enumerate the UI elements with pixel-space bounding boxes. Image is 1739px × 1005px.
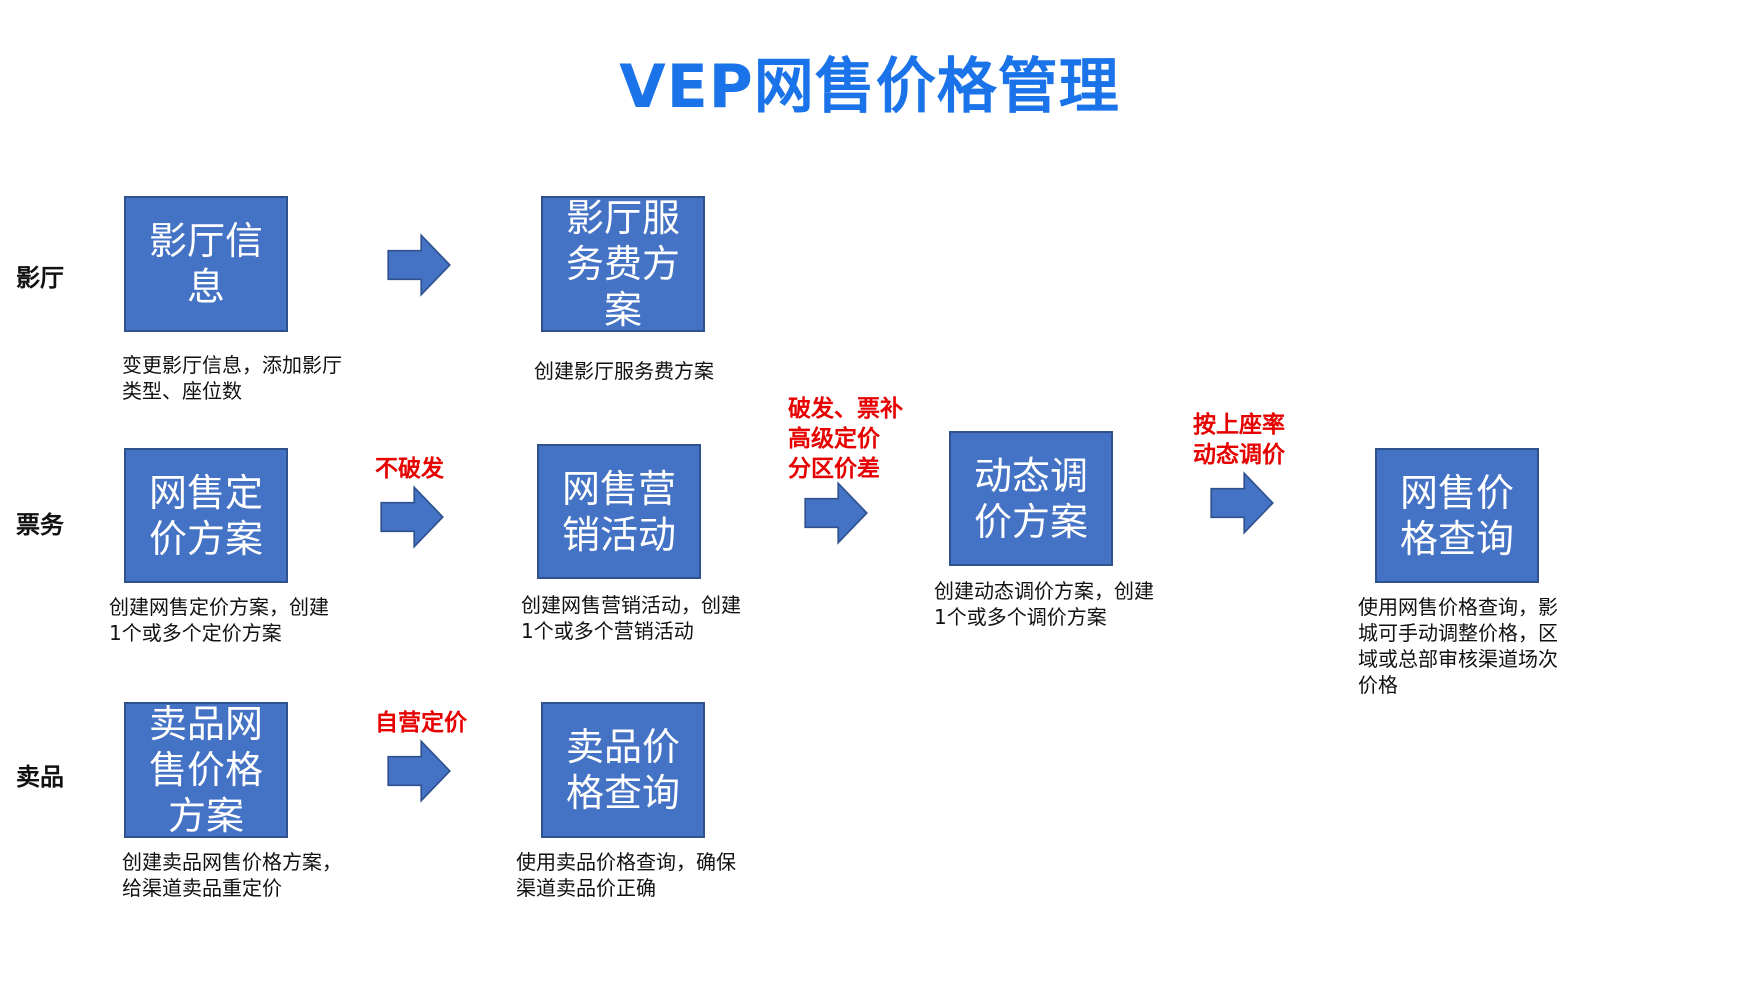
desc-cinema-service-fee: 创建影厅服务费方案 (534, 359, 714, 383)
arrow-right-icon (387, 739, 451, 803)
desc-line: 渠道卖品价正确 (516, 876, 656, 900)
box-cinema-service-fee[interactable]: 影厅服务费方案 (541, 196, 705, 332)
condition-line: 动态调价 (1193, 442, 1285, 468)
desc-line: 使用网售价格查询，影 (1358, 595, 1558, 619)
box-goods-price-query[interactable]: 卖品价格查询 (541, 702, 705, 838)
condition-line: 按上座率 (1193, 412, 1285, 438)
condition-line: 分区价差 (788, 456, 880, 482)
row-label-ticket: 票务 (16, 511, 64, 539)
condition-occupancy: 按上座率 动态调价 (1193, 410, 1285, 470)
box-dynamic-pricing[interactable]: 动态调价方案 (949, 431, 1113, 566)
condition-break-advanced: 破发、票补 高级定价 分区价差 (788, 394, 903, 484)
desc-line: 价格 (1358, 673, 1398, 697)
box-online-pricing[interactable]: 网售定价方案 (124, 448, 288, 583)
desc-line: 变更影厅信息，添加影厅 (122, 353, 342, 377)
desc-goods-online-price: 创建卖品网售价格方案， 给渠道卖品重定价 (122, 849, 342, 901)
condition-self-pricing: 自营定价 (375, 710, 467, 736)
arrow-right-icon (1210, 471, 1274, 535)
condition-no-break: 不破发 (375, 456, 444, 482)
desc-line: 创建卖品网售价格方案， (122, 850, 342, 874)
desc-online-price-query: 使用网售价格查询，影 城可手动调整价格，区 域或总部审核渠道场次 价格 (1358, 594, 1558, 698)
desc-line: 使用卖品价格查询，确保 (516, 850, 736, 874)
desc-line: 给渠道卖品重定价 (122, 876, 282, 900)
row-label-cinema: 影厅 (16, 264, 64, 292)
box-online-price-query[interactable]: 网售价格查询 (1375, 448, 1539, 583)
page-title: VEP网售价格管理 (619, 52, 1120, 122)
desc-line: 城可手动调整价格，区 (1358, 621, 1558, 645)
desc-line: 创建网售营销活动，创建 (521, 593, 741, 617)
desc-line: 创建网售定价方案，创建 (109, 595, 329, 619)
row-label-goods: 卖品 (16, 763, 64, 791)
desc-online-pricing: 创建网售定价方案，创建 1个或多个定价方案 (109, 594, 329, 646)
condition-line: 破发、票补 (788, 396, 903, 422)
desc-line: 1个或多个定价方案 (109, 621, 282, 645)
arrow-right-icon (804, 481, 868, 545)
desc-goods-price-query: 使用卖品价格查询，确保 渠道卖品价正确 (516, 849, 736, 901)
desc-online-marketing: 创建网售营销活动，创建 1个或多个营销活动 (521, 592, 741, 644)
desc-line: 创建动态调价方案，创建 (934, 579, 1154, 603)
desc-cinema-info: 变更影厅信息，添加影厅 类型、座位数 (122, 352, 342, 404)
box-cinema-info[interactable]: 影厅信息 (124, 196, 288, 332)
box-online-marketing[interactable]: 网售营销活动 (537, 444, 701, 579)
desc-line: 1个或多个调价方案 (934, 605, 1107, 629)
arrow-right-icon (387, 233, 451, 297)
desc-dynamic-pricing: 创建动态调价方案，创建 1个或多个调价方案 (934, 578, 1154, 630)
box-goods-online-price[interactable]: 卖品网售价格方案 (124, 702, 288, 838)
arrow-right-icon (380, 485, 444, 549)
condition-line: 高级定价 (788, 426, 880, 452)
desc-line: 类型、座位数 (122, 379, 242, 403)
desc-line: 1个或多个营销活动 (521, 619, 694, 643)
desc-line: 域或总部审核渠道场次 (1358, 647, 1558, 671)
